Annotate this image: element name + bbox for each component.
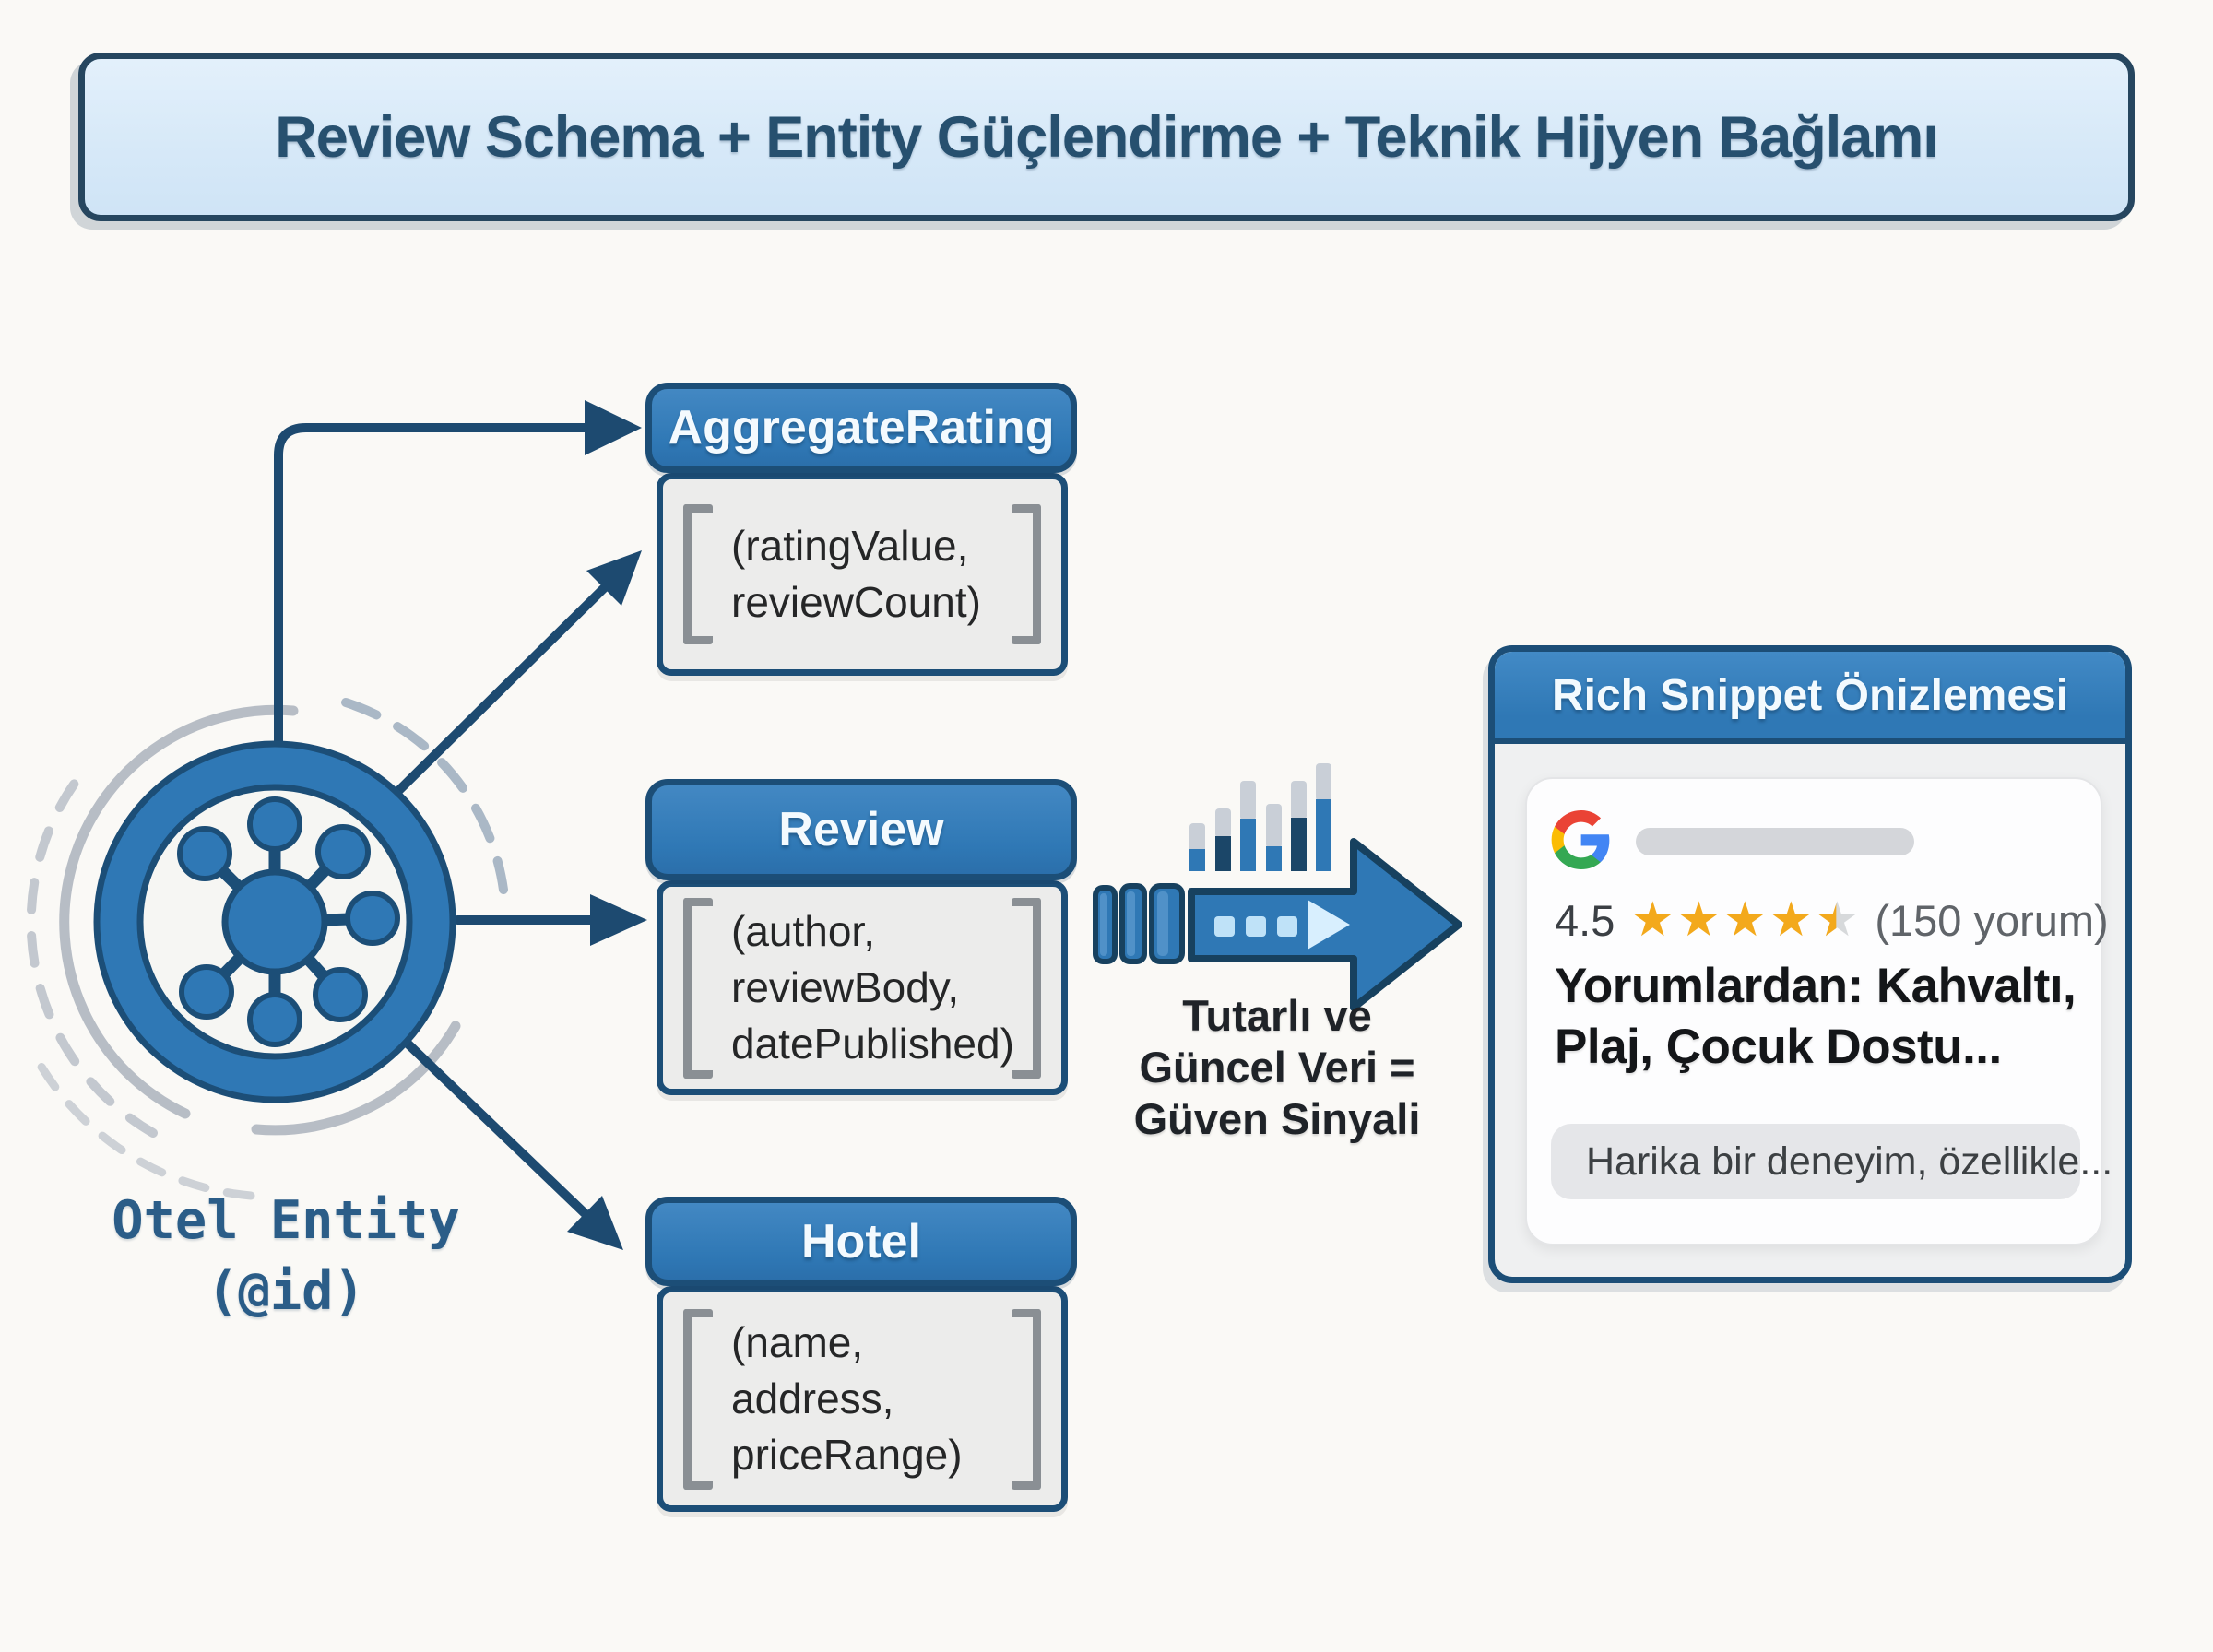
snippet-headline-line: Yorumlardan: Kahvaltı, [1555, 959, 2077, 1013]
property-line: reviewCount) [731, 578, 981, 626]
page-title: Review Schema + Entity Güçlendirme + Tek… [275, 104, 1939, 170]
star-half-icon [1814, 894, 1860, 946]
bracket-left-icon [683, 1308, 713, 1490]
google-logo-icon [1551, 810, 1610, 869]
title-banner: Review Schema + Entity Güçlendirme + Tek… [78, 53, 2135, 221]
rating-row: 4.5 (150 yorum) [1555, 891, 2109, 949]
aggregate-rating-title: AggregateRating [668, 401, 1055, 454]
hotel-title: Hotel [801, 1214, 921, 1268]
property-line: reviewBody, [731, 963, 960, 1011]
review-title: Review [778, 803, 944, 856]
star-full-icon [1675, 894, 1722, 946]
connector-aggregate-header [274, 400, 642, 759]
bracket-right-icon [1012, 504, 1041, 644]
snippet-headline-line: Plaj, Çocuk Dostu... [1555, 1020, 2002, 1074]
review-count: (150 yorum) [1875, 895, 2109, 945]
flow-caption-line: Tutarlı ve [1182, 991, 1372, 1040]
hotel-properties: (name, address, priceRange) [657, 1286, 1068, 1512]
star-full-icon [1722, 894, 1768, 946]
speed-bars-highlight [1100, 891, 1168, 956]
entity-label: Otel Entity (@id) [69, 1186, 503, 1328]
rich-snippet-header: Rich Snippet Önizlemesi [1495, 652, 2125, 744]
connector-review [453, 894, 647, 946]
bracket-right-icon [1012, 1308, 1041, 1490]
review-quote-box: Harika bir deneyim, özellikle... [1551, 1124, 2112, 1199]
entity-hub-icon [93, 740, 456, 1103]
star-full-icon [1768, 894, 1814, 946]
bracket-right-icon [1012, 897, 1041, 1079]
speed-bars [1093, 883, 1185, 964]
rich-snippet-title: Rich Snippet Önizlemesi [1551, 670, 2069, 720]
bracket-left-icon [683, 897, 713, 1079]
connector-arrows [274, 400, 647, 1250]
snippet-headline: Yorumlardan: Kahvaltı, Plaj, Çocuk Dostu… [1555, 956, 2077, 1078]
decorative-arcs [26, 698, 508, 1200]
hotel-header: Hotel [645, 1197, 1077, 1286]
hub-ring [98, 745, 452, 1099]
hub-nodes [177, 796, 400, 1047]
rich-snippet-card: Rich Snippet Önizlemesi 4.5 (150 yoru [1488, 645, 2132, 1283]
review-quote-text: Harika bir deneyim, özellikle... [1586, 1139, 2113, 1184]
property-line: datePublished) [731, 1020, 1014, 1068]
growth-bars-icon [1189, 763, 1331, 871]
star-full-icon [1629, 894, 1675, 946]
property-line: (name, [731, 1318, 864, 1366]
entity-id: (@id) [207, 1261, 365, 1322]
rating-value: 4.5 [1555, 895, 1615, 945]
aggregate-rating-header: AggregateRating [645, 383, 1077, 473]
bracket-left-icon [683, 504, 713, 644]
property-line: priceRange) [731, 1431, 963, 1479]
google-result-card: 4.5 (150 yorum) Yorumlardan: Kahvaltı, P… [1525, 777, 2112, 1245]
arrow-dots [1214, 916, 1297, 937]
aggregate-rating-properties: (ratingValue, reviewCount) [657, 473, 1068, 676]
property-line: (author, [731, 907, 875, 955]
entity-name: Otel Entity [112, 1190, 460, 1251]
property-line: address, [731, 1375, 894, 1422]
momentum-arrow-icon [1093, 838, 1462, 1011]
hub-core [221, 868, 328, 975]
connector-aggregate-body [392, 550, 642, 797]
arrow-play-glyph [1308, 900, 1350, 950]
star-rating [1629, 894, 1860, 946]
flow-caption-line: Güven Sinyali [1133, 1094, 1421, 1143]
property-line: (ratingValue, [731, 522, 969, 570]
connector-hotel [401, 1037, 623, 1250]
url-placeholder-bar [1636, 828, 1914, 856]
review-properties: (author, reviewBody, datePublished) [657, 880, 1068, 1095]
flow-caption-line: Güncel Veri = [1139, 1043, 1415, 1092]
review-header: Review [645, 779, 1077, 880]
flow-caption: Tutarlı ve Güncel Veri = Güven Sinyali [1056, 990, 1498, 1145]
